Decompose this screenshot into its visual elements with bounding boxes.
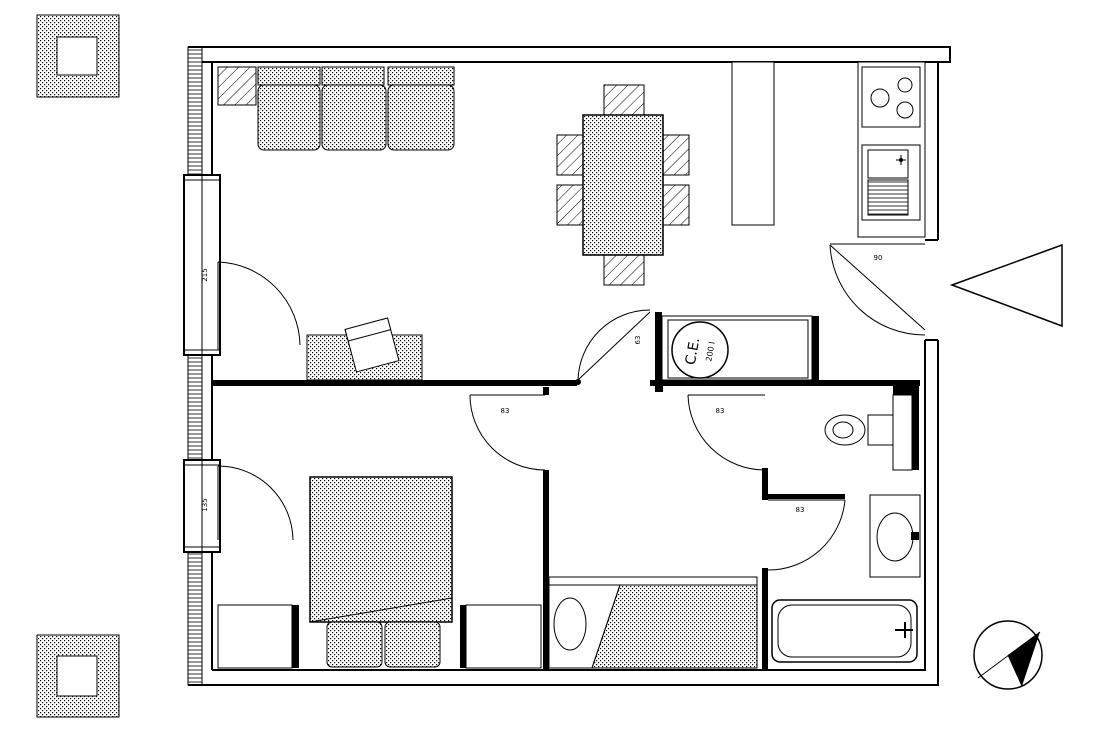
nightstand-right xyxy=(465,604,542,669)
door-living-window[interactable] xyxy=(217,261,301,350)
water-heater-volume: 200 l xyxy=(704,341,716,362)
door-bedroom-window[interactable] xyxy=(217,465,294,541)
window-living-dimension: 215 xyxy=(201,268,209,281)
kitchen xyxy=(731,61,926,238)
door-entry-dimension: 90 xyxy=(874,254,883,262)
wc xyxy=(824,394,913,471)
door-cupboard-dimension: 63 xyxy=(634,336,642,345)
door-wc[interactable]: 83 xyxy=(655,384,766,471)
door-bath[interactable]: 83 xyxy=(767,499,846,571)
window-living: 215 xyxy=(183,174,221,356)
hob-burner-icon xyxy=(896,101,914,119)
nightstand-left xyxy=(217,604,293,669)
washbasin-icon xyxy=(876,512,914,562)
pillow-icon xyxy=(553,597,587,651)
door-bedroom[interactable]: 83 xyxy=(469,387,549,471)
compass-icon xyxy=(973,620,1043,690)
bed xyxy=(309,476,453,668)
interior-walls xyxy=(212,312,920,670)
sofa xyxy=(217,66,455,151)
hob-burner-icon xyxy=(870,88,890,108)
second-bed xyxy=(548,576,758,669)
exterior-walls xyxy=(187,46,951,686)
pillar-top-left xyxy=(36,14,120,98)
water-heater-cupboard: C.E. 200 l xyxy=(661,315,813,381)
door-bedroom-dimension: 83 xyxy=(501,407,510,415)
water-heater-icon xyxy=(671,321,729,379)
door-wc-dimension: 83 xyxy=(716,407,725,415)
faucet-icon xyxy=(896,155,906,165)
door-cupboard[interactable]: 63 xyxy=(575,309,651,385)
window-bedroom-dimension: 135 xyxy=(201,498,209,511)
pillar-bottom-left xyxy=(36,634,120,718)
hob-burner-icon xyxy=(897,77,913,93)
door-entry[interactable]: 90 xyxy=(829,243,926,336)
bath-tap-icon xyxy=(895,622,913,638)
chair-icon xyxy=(344,317,400,373)
desk xyxy=(306,317,423,381)
bathroom xyxy=(771,494,921,663)
dining-table xyxy=(556,84,690,286)
water-heater-label: C.E. xyxy=(683,336,704,366)
window-bedroom: 135 xyxy=(183,459,221,553)
door-bath-dimension: 83 xyxy=(796,506,805,514)
entry-arrow-icon xyxy=(949,243,1063,328)
